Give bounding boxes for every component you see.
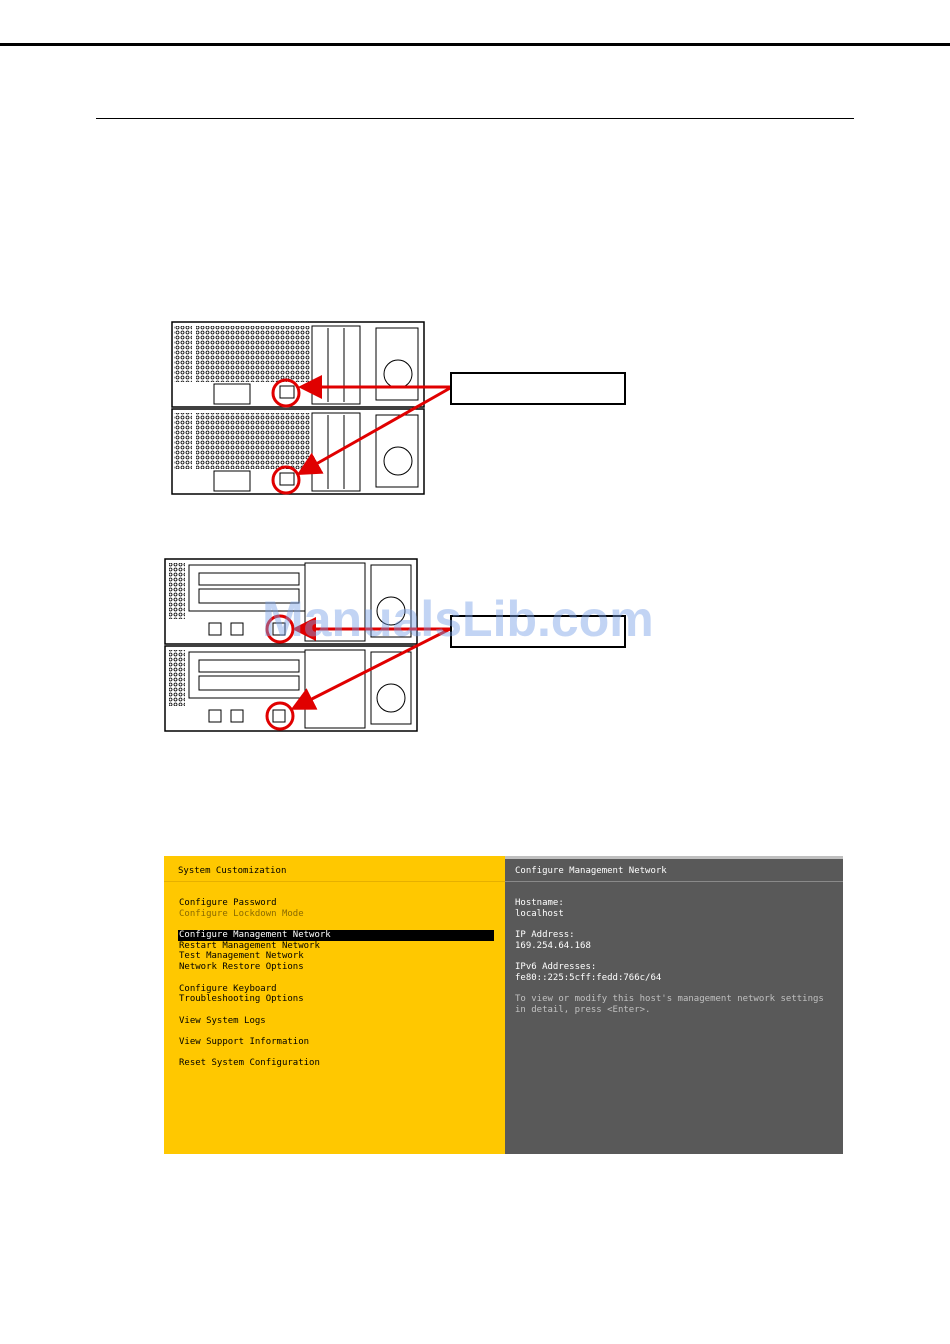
menu-item-troubleshooting-options[interactable]: Troubleshooting Options [179,994,304,1005]
page-top-rule [0,43,950,46]
ipv6-value: fe80::225:5cff:fedd:766c/64 [515,972,662,983]
ipv6-label: IPv6 Addresses: [515,962,597,973]
network-info: Hostname: localhost IP Address: 169.254.… [515,898,840,1016]
hostname-value: localhost [515,908,564,919]
menu-item-configure-keyboard[interactable]: Configure Keyboard [179,983,277,994]
management-network-panel: Configure Management Network Hostname: l… [505,856,843,1154]
server-rear-figure-1 [171,321,453,495]
header-divider-right [505,881,843,882]
ip-label: IP Address: [515,930,575,941]
menu-item-configure-password[interactable]: Configure Password [179,898,277,908]
menu-item-configure-lockdown-mode[interactable]: Configure Lockdown Mode [179,908,304,919]
hostname-label: Hostname: [515,898,564,908]
help-text: To view or modify this host's management… [515,994,824,1015]
header-divider [164,881,505,882]
header-band [505,856,843,859]
menu-item-reset-system-configuration[interactable]: Reset System Configuration [179,1058,320,1069]
menu-item-configure-management-network[interactable]: Configure Management Network [178,930,494,941]
menu-item-test-management-network[interactable]: Test Management Network [179,951,304,962]
menu-item-network-restore-options[interactable]: Network Restore Options [179,962,304,973]
section-heading-rule [96,118,854,119]
callout-box-2 [450,615,626,648]
server-rear-figure-2 [164,558,451,732]
panel-title: System Customization [178,866,287,876]
ip-value: 169.254.64.168 [515,940,591,951]
menu-item-view-support-information[interactable]: View Support Information [179,1036,310,1047]
panel-title-right: Configure Management Network [515,866,667,876]
callout-box-1 [450,372,626,405]
watermark: ManualsLib.com [262,591,654,647]
menu-item-restart-management-network[interactable]: Restart Management Network [179,940,320,951]
menu-item-view-system-logs[interactable]: View System Logs [179,1015,266,1026]
